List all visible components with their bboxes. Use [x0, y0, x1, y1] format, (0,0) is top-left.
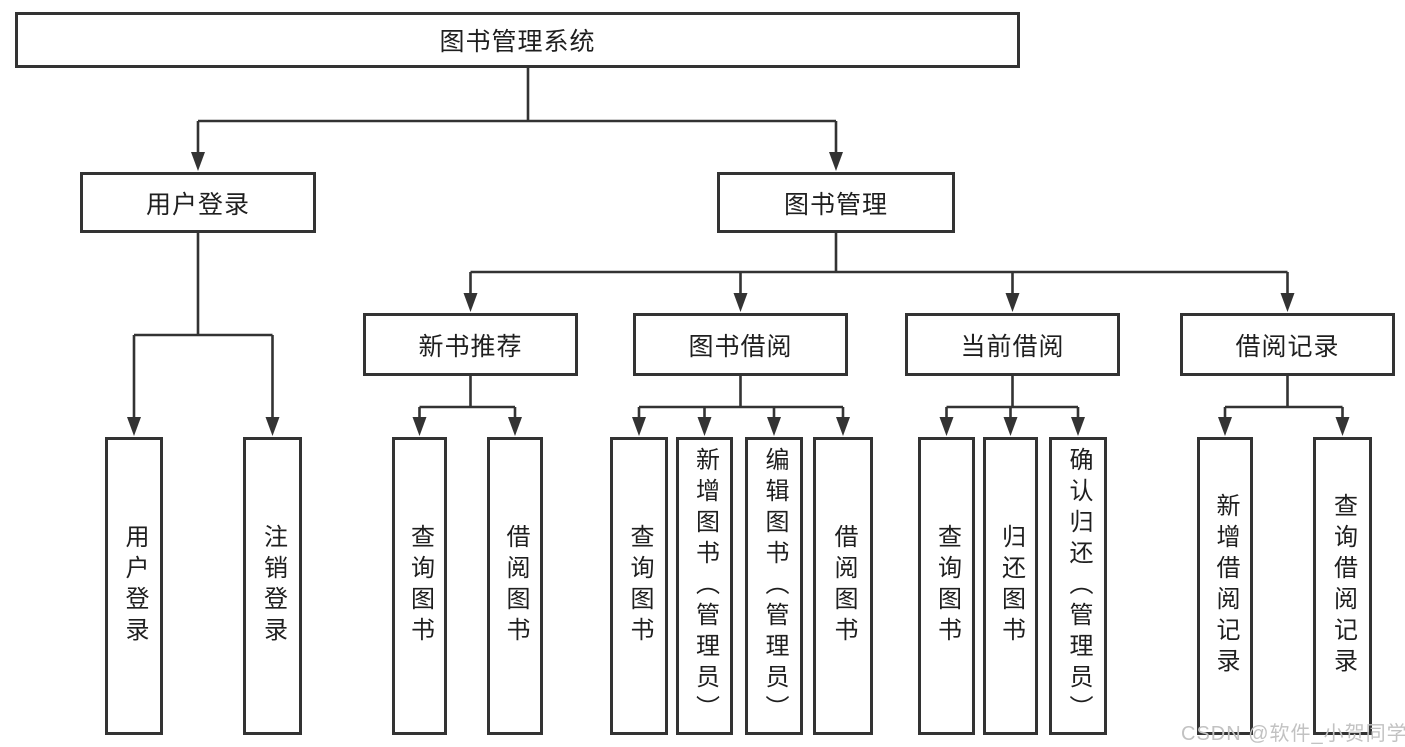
node-new-book-recommend: 新书推荐 — [363, 313, 578, 376]
node-query-books-borrow: 查询图书 — [610, 437, 668, 735]
watermark: CSDN @软件_小贺同学 — [1181, 723, 1405, 745]
arrow-down-icon — [508, 417, 522, 436]
node-query-borrow-record: 查询借阅记录 — [1313, 437, 1372, 735]
node-add-borrow-record: 新增借阅记录 — [1197, 437, 1253, 735]
node-return-book: 归还图书 — [983, 437, 1038, 735]
node-query-books-recommend: 查询图书 — [392, 437, 447, 735]
node-confirm-return-admin: 确认归还（管理员） — [1049, 437, 1107, 735]
arrow-down-icon — [1335, 417, 1350, 436]
node-edit-book-admin: 编辑图书（管理员） — [745, 437, 803, 735]
arrow-down-icon — [1218, 417, 1232, 436]
arrow-down-icon — [1003, 417, 1018, 436]
node-logout-leaf: 注销登录 — [243, 437, 302, 735]
node-book-borrow: 图书借阅 — [633, 313, 848, 376]
arrow-down-icon — [836, 417, 850, 436]
arrow-down-icon — [697, 417, 712, 436]
arrow-down-icon — [1071, 417, 1085, 436]
arrow-down-icon — [191, 152, 205, 171]
node-current-borrow: 当前借阅 — [905, 313, 1120, 376]
arrow-down-icon — [733, 293, 748, 312]
arrow-down-icon — [412, 417, 427, 436]
arrow-down-icon — [767, 417, 781, 436]
node-user-login: 用户登录 — [80, 172, 316, 233]
node-user-login-leaf: 用户登录 — [105, 437, 163, 735]
arrow-down-icon — [127, 417, 141, 436]
arrow-down-icon — [1280, 293, 1295, 312]
node-borrow-records: 借阅记录 — [1180, 313, 1395, 376]
arrow-down-icon — [829, 152, 843, 171]
node-borrow-books-leaf: 借阅图书 — [813, 437, 873, 735]
node-query-books-current: 查询图书 — [918, 437, 975, 735]
arrow-down-icon — [939, 417, 954, 436]
arrow-down-icon — [1005, 293, 1020, 312]
node-borrow-books-recommend: 借阅图书 — [487, 437, 543, 735]
node-root: 图书管理系统 — [15, 12, 1020, 68]
arrow-down-icon — [463, 293, 478, 312]
arrow-down-icon — [632, 417, 646, 436]
node-add-book-admin: 新增图书（管理员） — [676, 437, 733, 735]
arrow-down-icon — [265, 417, 280, 436]
node-book-management: 图书管理 — [717, 172, 955, 233]
